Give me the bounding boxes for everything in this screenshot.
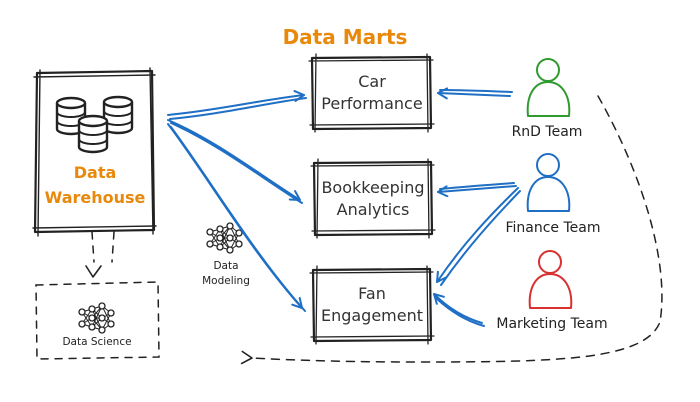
- teams-to-marts-arrows: [433, 87, 521, 327]
- team-label: RnD Team: [512, 124, 583, 140]
- person-icon: [528, 250, 573, 309]
- team-finance: Finance Team: [505, 153, 601, 236]
- person-icon: [526, 153, 571, 212]
- warehouse-to-science-connector: [91, 231, 115, 263]
- team-label: Finance Team: [505, 220, 600, 236]
- warehouse-label-line2: Warehouse: [45, 188, 146, 207]
- neural-network-icon: [206, 222, 243, 254]
- mart-bookkeeping-analytics: Bookkeeping Analytics: [310, 158, 436, 239]
- data-marts-heading: Data Marts: [283, 25, 408, 49]
- team-label: Marketing Team: [496, 316, 607, 332]
- mart-line1: Fan: [358, 284, 386, 303]
- mart-fan-engagement: Fan Engagement: [309, 265, 435, 345]
- warehouse-label-line1: Data: [74, 163, 117, 182]
- data-modeling-label-line2: Modeling: [202, 275, 250, 287]
- team-marketing: Marketing Team: [496, 250, 608, 332]
- data-science-label: Data Science: [62, 336, 131, 348]
- warehouse-to-marts-arrows: [167, 90, 307, 312]
- mart-line2: Engagement: [321, 306, 423, 325]
- feedback-dashed-arrow: [240, 95, 663, 365]
- mart-line1: Bookkeeping: [321, 178, 424, 197]
- person-icon: [526, 58, 571, 117]
- neural-network-icon: [78, 302, 115, 334]
- data-modeling-label-line1: Data: [213, 260, 238, 272]
- data-warehouse-box: Data Warehouse: [32, 67, 157, 237]
- database-cylinders-icon: [55, 95, 134, 154]
- team-rnd: RnD Team: [512, 58, 583, 140]
- mart-line2: Performance: [321, 94, 422, 113]
- data-science-box: Data Science: [35, 281, 160, 360]
- down-arrow-icon: [85, 265, 102, 278]
- mart-car-performance: Car Performance: [308, 53, 435, 133]
- mart-line1: Car: [358, 72, 386, 91]
- mart-line2: Analytics: [337, 200, 410, 219]
- data-modeling-group: Data Modeling: [202, 222, 250, 287]
